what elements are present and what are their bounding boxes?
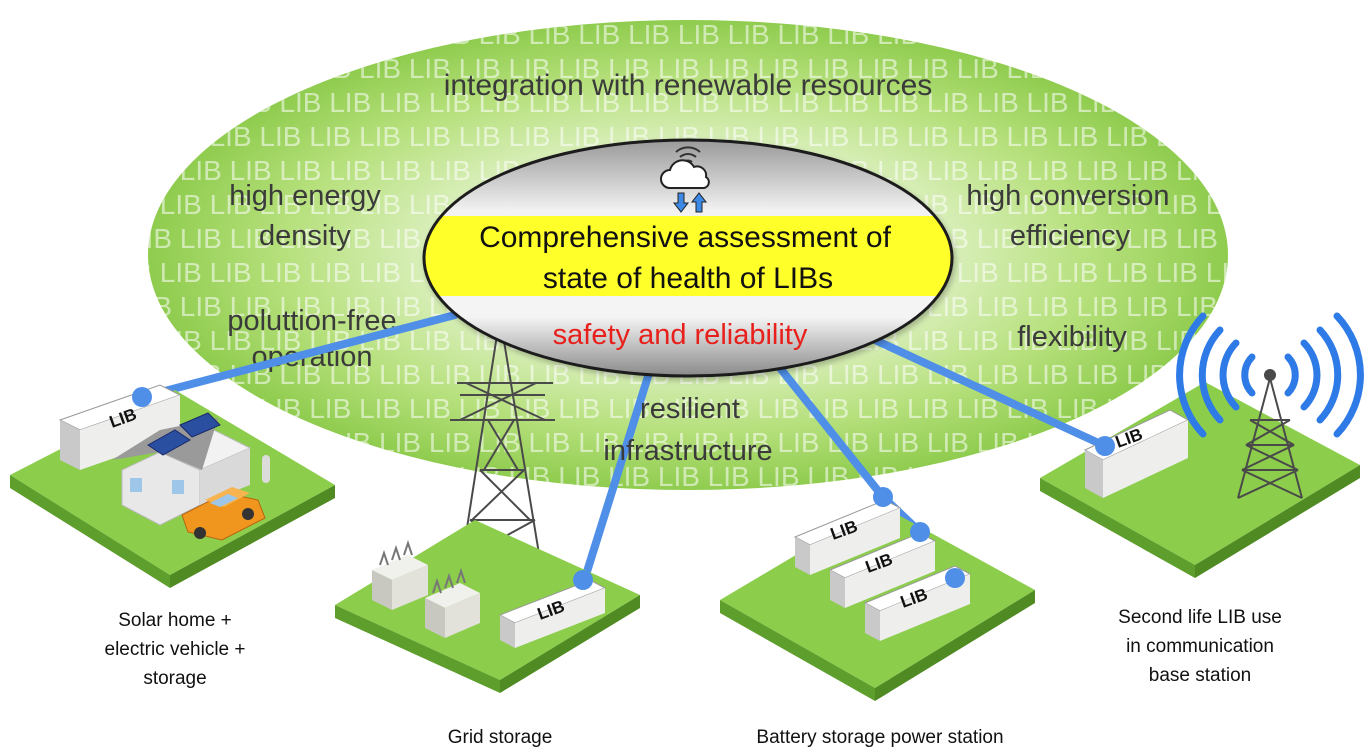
link-solar-home [138,311,459,401]
left-label-1-line-2: density [259,220,351,252]
base-station-scene: LIB [1040,312,1364,578]
top-label: integration with renewable resources [444,69,933,102]
caption-battery-station: Battery storage power station [756,727,1004,748]
battery-block: LIB [498,579,607,648]
left-label-1-line-1: high energy [229,180,381,212]
cloud-sync-icon [660,146,710,213]
transformer-icon [372,539,428,610]
caption-solar-home: Solar home + electric vehicle + storage [104,610,246,689]
bottom-label-line-1: resilient [640,393,740,425]
house-icon [112,412,270,526]
caption-base-station: Second life LIB use in communication bas… [1118,607,1282,686]
right-label-1-line-2: efficiency [1010,220,1131,252]
battery-block: LIB [793,499,902,575]
center-title-line-1: Comprehensive assessment of [479,221,892,254]
electric-car-icon [181,487,266,541]
transmission-tower-icon [450,334,555,561]
pattern-row: LIB LIB LIB LIB LIB LIB LIB LIB LIB LIB … [130,87,1371,118]
link-dot [910,522,930,542]
right-label-1-line-1: high conversion [966,180,1169,212]
solar-home-scene: LIB [10,384,335,588]
link-dot [132,387,152,407]
center-title-line-2: state of health of LIBs [543,262,833,295]
link-dot [873,487,893,507]
transformer-icon [425,567,480,638]
connector-dots [132,387,1115,590]
link-dot [945,568,965,588]
link-grid-storage [581,366,654,582]
caption-grid-storage: Grid storage [447,727,553,748]
right-label-2: flexibility [1017,321,1127,353]
pattern-row: LIB LIB LIB LIB LIB LIB LIB LIB LIB LIB … [130,19,1371,50]
center-ellipse [422,138,954,378]
battery-station-scene: LIB LIB LIB [720,499,1035,701]
link-dot [1095,436,1115,456]
link-base-station [871,336,1109,450]
bottom-label-line-2: infrastructure [603,435,772,467]
connector-lines [138,311,1109,582]
grid-storage-scene: LIB [335,520,640,693]
center-subtitle: safety and reliability [553,319,808,351]
link-dot [573,570,593,590]
signal-waves-icon [1176,312,1364,438]
radio-tower-icon [1237,369,1303,499]
left-label-2-line-1: poluttion-free [227,305,396,337]
battery-block: LIB [828,532,937,608]
battery-block: LIB [863,565,972,641]
left-label-2-line-2: operation [252,341,373,373]
